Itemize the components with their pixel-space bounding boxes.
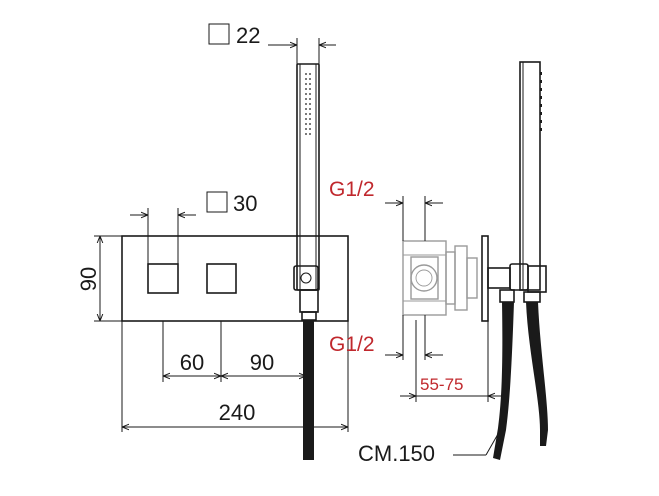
dim-width-60-label: 60: [180, 350, 204, 375]
dim-width-90-label: 90: [250, 350, 274, 375]
dim-22-label: 22: [236, 23, 260, 48]
square-symbol-22: [208, 23, 230, 45]
wall-plate: [121, 235, 349, 322]
dim-width-240-label: 240: [219, 400, 256, 425]
front-view: 22 30 90 60 90 240: [76, 23, 349, 460]
hand-shower: [296, 63, 320, 321]
dim-55-75-label: 55-75: [420, 375, 463, 394]
dim-height-90-label: 90: [76, 267, 101, 291]
hose-side-left: [493, 302, 514, 460]
plate-side: [481, 235, 489, 322]
control-knob-right: [206, 263, 237, 294]
g12-bottom-label: G1/2: [329, 333, 375, 356]
hose-length-label: CM.150: [358, 441, 435, 466]
dim-30-label: 30: [233, 191, 257, 216]
hand-shower-side: [519, 61, 541, 291]
hose-side-right: [526, 302, 548, 446]
hose-front: [303, 320, 314, 460]
side-view: G1/2 G1/2 55-75 CM.150: [329, 61, 548, 466]
control-knob-left: [147, 263, 179, 294]
concealed-valve-body: [402, 240, 478, 316]
square-symbol-30: [206, 191, 228, 213]
g12-top-label: G1/2: [329, 178, 375, 201]
